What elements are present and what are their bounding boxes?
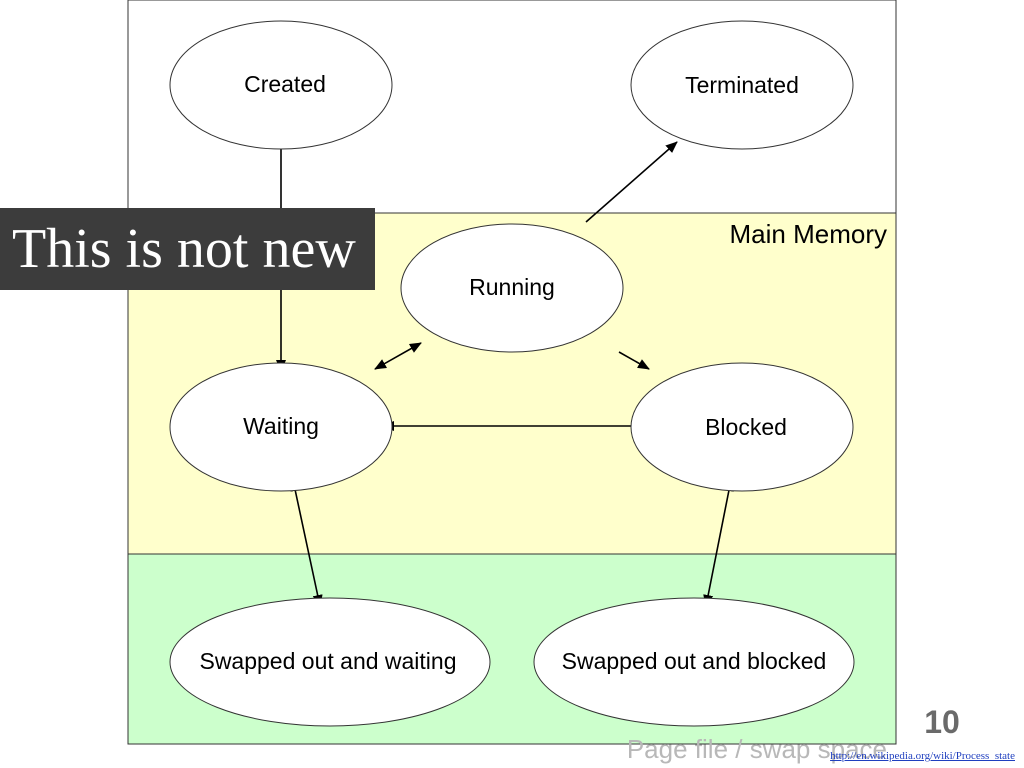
edge-running-to-terminated [585,141,678,223]
state-swapped-blocked-label: Swapped out and blocked [562,648,827,674]
state-running [400,223,624,353]
edge-waiting-running [374,342,422,370]
state-created [169,20,393,150]
state-blocked-label: Blocked [705,414,787,440]
state-terminated [630,20,854,150]
state-created-label: Created [244,71,326,97]
state-swapped-waiting [169,597,491,727]
state-terminated-label: Terminated [685,72,799,98]
slide-banner: This is not new [0,208,375,290]
state-swapped-waiting-label: Swapped out and waiting [199,648,456,674]
main-memory-label: Main Memory [730,219,887,249]
edge-running-to-blocked [618,351,650,370]
edge-waiting-swapped-waiting [290,479,323,607]
state-running-label: Running [469,274,555,300]
state-swapped-blocked [533,597,855,727]
edge-blocked-swapped-blocked [703,479,734,607]
source-link[interactable]: http://en.wikipedia.org/wiki/Process_sta… [830,750,1015,762]
state-waiting [169,362,393,492]
state-waiting-label: Waiting [243,413,319,439]
slide-number: 10 [924,704,960,740]
state-blocked [630,362,854,492]
page-file-label: Page file / swap space [627,734,887,764]
